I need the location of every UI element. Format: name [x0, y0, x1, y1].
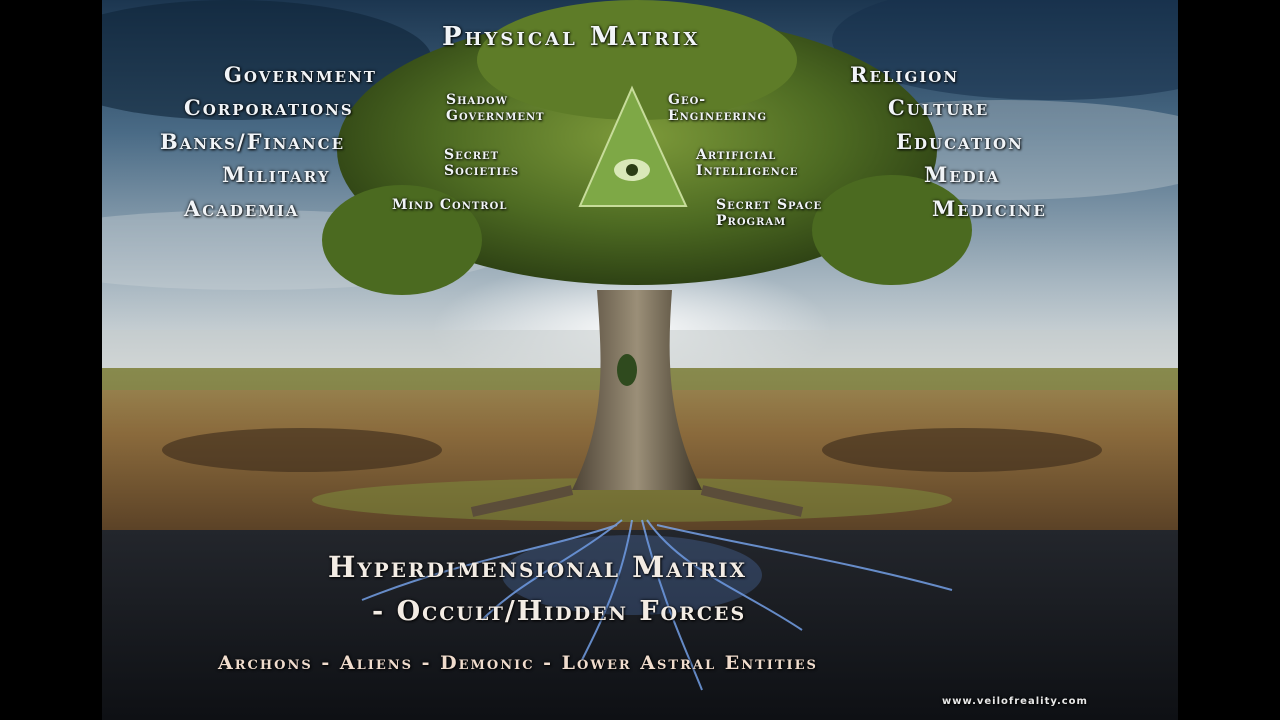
label-academia: Academia [184, 196, 300, 221]
image-canvas: Physical Matrix Government Corporations … [102, 0, 1178, 720]
watermark-url: www.veilofreality.com [942, 696, 1088, 707]
occult-hidden-forces-subtitle: - Occult/Hidden Forces [372, 596, 747, 627]
label-religion: Religion [850, 62, 960, 87]
physical-matrix-title: Physical Matrix [442, 22, 701, 52]
tree-illustration [102, 0, 1178, 720]
hyperdimensional-matrix-title: Hyperdimensional Matrix [328, 550, 748, 584]
label-secret-space-program: Secret Space Program [716, 197, 822, 229]
secret-space-program-text: Secret Space Program [716, 197, 823, 229]
label-corporations: Corporations [184, 95, 354, 120]
label-government: Government [224, 62, 377, 87]
artificial-intelligence-text: Artificial Intelligence [696, 147, 799, 179]
label-shadow-government: Shadow Government [446, 92, 545, 124]
label-education: Education [896, 129, 1024, 154]
label-mind-control: Mind Control [392, 197, 508, 213]
shadow-government-text: Shadow Government [446, 92, 545, 124]
label-secret-societies: Secret Societies [444, 147, 519, 179]
entities-list: Archons - Aliens - Demonic - Lower Astra… [218, 652, 818, 674]
secret-societies-text: Secret Societies [444, 147, 520, 179]
label-medicine: Medicine [932, 196, 1047, 221]
geo-engineering-text: Geo- Engineering [668, 92, 768, 124]
label-banks-finance: Banks/Finance [160, 129, 345, 154]
label-media: Media [924, 162, 1001, 187]
label-culture: Culture [888, 95, 990, 120]
label-military: Military [222, 162, 331, 187]
label-artificial-intelligence: Artificial Intelligence [696, 147, 798, 179]
label-geo-engineering: Geo- Engineering [668, 92, 767, 124]
